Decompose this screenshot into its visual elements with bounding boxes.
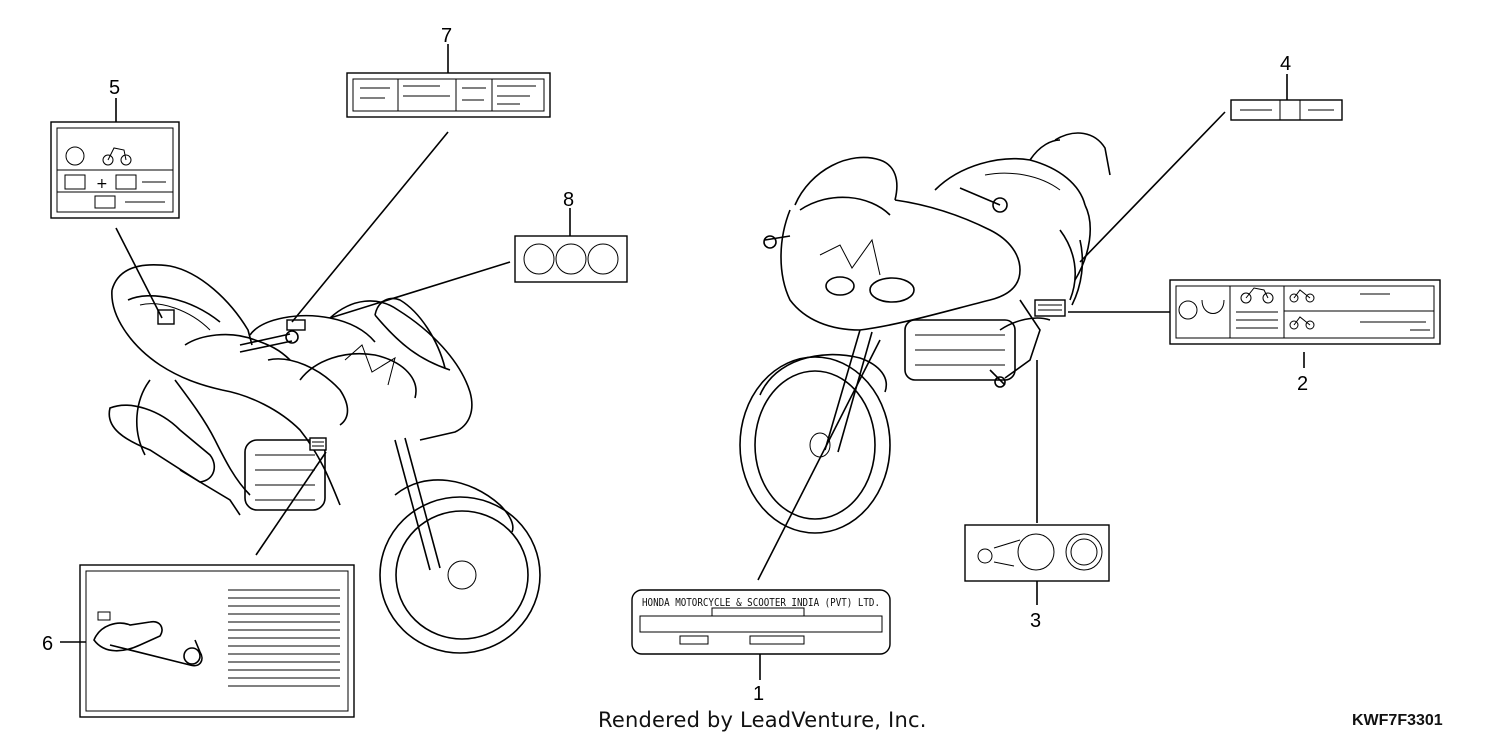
- label-5: +: [50, 98, 180, 319]
- label-7: [291, 44, 551, 323]
- callout-7: 7: [441, 25, 452, 47]
- plate-text: HONDA MOTORCYCLE & SCOOTER INDIA (PVT) L…: [642, 596, 880, 609]
- callout-8: 8: [563, 189, 574, 211]
- callout-1: 1: [753, 683, 764, 705]
- label-8: [329, 208, 628, 319]
- callout-3: 3: [1030, 610, 1041, 632]
- label-6: [60, 451, 355, 718]
- label-2: [1068, 279, 1441, 368]
- callout-4: 4: [1280, 53, 1291, 75]
- label-1: HONDA MOTORCYCLE & SCOOTER INDIA (PVT) L…: [631, 339, 891, 680]
- left-motorcycle-drawing: [108, 264, 541, 654]
- label-4: [1079, 74, 1343, 263]
- svg-text:+: +: [96, 176, 108, 192]
- callout-5: 5: [109, 77, 120, 99]
- right-motorcycle-drawing: [739, 132, 1111, 534]
- label-3: [964, 360, 1110, 605]
- callout-6: 6: [42, 633, 53, 655]
- diagram-code: KWF7F3301: [1352, 712, 1443, 729]
- render-credit: Rendered by LeadVenture, Inc.: [598, 708, 927, 732]
- callout-2: 2: [1297, 373, 1308, 395]
